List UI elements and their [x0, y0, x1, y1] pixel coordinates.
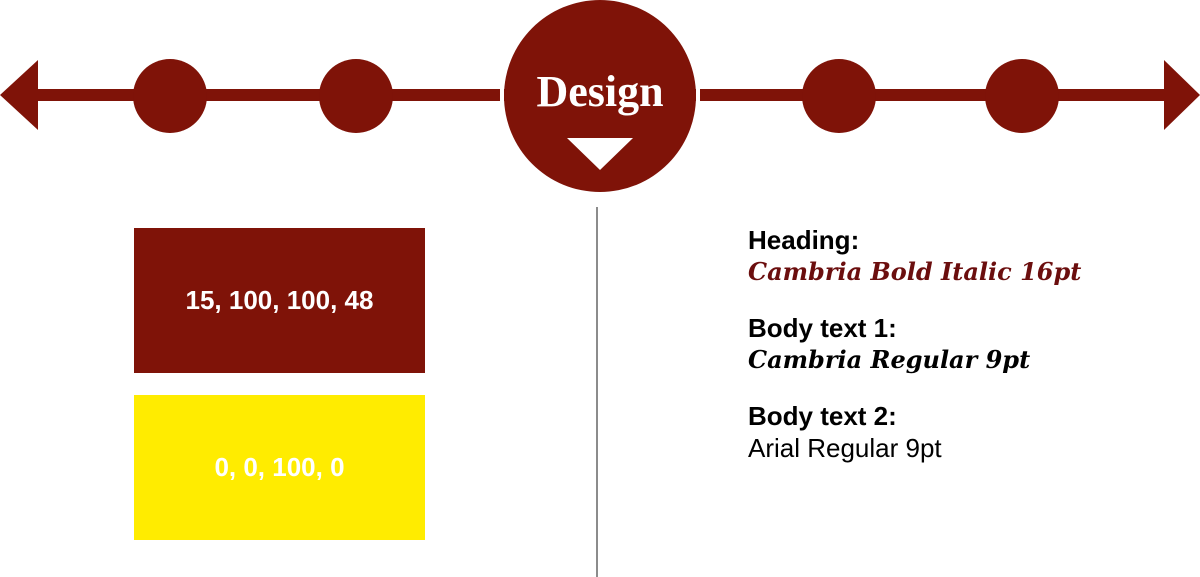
spec-heading: Heading: Cambria Bold Italic 16pt [748, 224, 1188, 288]
section-divider [596, 207, 598, 577]
swatch-secondary-values: 0, 0, 100, 0 [214, 452, 345, 482]
spec-body-1-value: Cambria Regular 9pt [748, 345, 1031, 374]
timeline-step-4[interactable] [802, 59, 876, 133]
triangle-down-icon [567, 138, 633, 170]
typography-specs: Heading: Cambria Bold Italic 16pt Body t… [748, 224, 1188, 488]
spec-heading-value: Cambria Bold Italic 16pt [748, 257, 1082, 286]
timeline-step-2[interactable] [319, 59, 393, 133]
arrow-left-icon [0, 60, 38, 130]
current-stage-label: Design [536, 67, 663, 116]
color-swatch-secondary: 0, 0, 100, 0 [134, 395, 425, 540]
spec-body-1: Body text 1: Cambria Regular 9pt [748, 312, 1188, 376]
swatch-primary-values: 15, 100, 100, 48 [185, 285, 374, 315]
spec-body-2-value: Arial Regular 9pt [748, 433, 942, 463]
arrow-right-icon [1164, 60, 1200, 130]
spec-body-2-label: Body text 2: [748, 401, 897, 431]
spec-body-1-label: Body text 1: [748, 313, 897, 343]
process-timeline: Design [0, 0, 1200, 192]
timeline-step-5[interactable] [985, 59, 1059, 133]
spec-heading-label: Heading: [748, 225, 860, 255]
spec-body-2: Body text 2: Arial Regular 9pt [748, 400, 1188, 464]
color-swatch-primary: 15, 100, 100, 48 [134, 228, 425, 373]
timeline-step-current[interactable] [504, 0, 696, 192]
timeline-step-1[interactable] [133, 59, 207, 133]
